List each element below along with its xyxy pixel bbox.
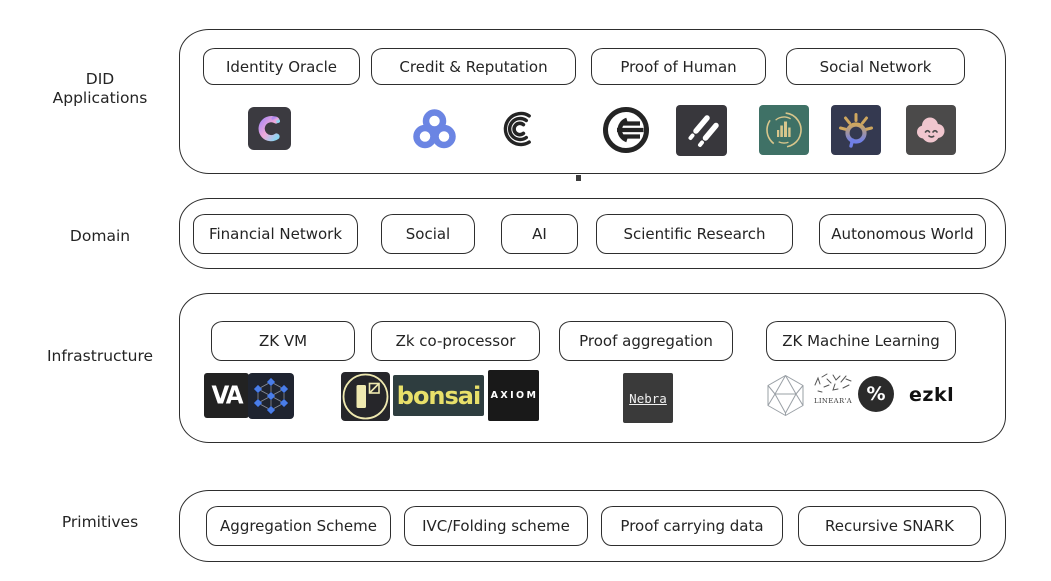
- chip-social: Social: [381, 214, 475, 254]
- layer-box-domain: Financial Network Social AI Scientific R…: [179, 198, 1006, 269]
- cube-network-logo: [248, 373, 294, 419]
- chip-social-network: Social Network: [786, 48, 965, 85]
- lineara-wordmark: LINEAR'A: [813, 397, 853, 405]
- wireframe-polyhedron-logo: [763, 373, 808, 418]
- layer-box-primitives: Aggregation Scheme IVC/Folding scheme Pr…: [179, 490, 1006, 562]
- layer-label-domain: Domain: [69, 227, 131, 245]
- eye-pin-logo: [831, 105, 881, 155]
- va-monogram-text: VA: [211, 381, 243, 410]
- va-monogram-logo: VA: [204, 373, 249, 418]
- axiom-logo: AXIOM: [488, 370, 539, 421]
- layer-label-infrastructure: Infrastructure: [46, 347, 154, 365]
- layer-label-did-applications: DID Applications: [25, 70, 175, 108]
- blue-triple-ring-logo: [411, 108, 458, 152]
- worldcoin-globe-logo: [602, 106, 650, 154]
- chip-financial-network: Financial Network: [193, 214, 358, 254]
- layer-box-infrastructure: ZK VM Zk co-processor Proof aggregation …: [179, 293, 1006, 443]
- nebra-logo: Nebra: [623, 373, 673, 423]
- chip-autonomous-world: Autonomous World: [819, 214, 986, 254]
- chip-zk-co-processor: Zk co-processor: [371, 321, 540, 361]
- concentric-c-logo: [501, 110, 535, 148]
- chip-recursive-snark: Recursive SNARK: [798, 506, 981, 546]
- ezkl-percent-logo: %: [858, 376, 894, 412]
- chip-ivc-folding-scheme: IVC/Folding scheme: [404, 506, 588, 546]
- risc-zero-logo: [341, 372, 390, 421]
- layer-label-primitives: Primitives: [61, 513, 139, 531]
- gold-city-ring-logo: [759, 105, 809, 155]
- bonsai-logo: bonsai: [393, 375, 484, 416]
- chip-zk-vm: ZK VM: [211, 321, 355, 361]
- layer-label-did-line2: Applications: [52, 89, 148, 107]
- chip-scientific-research: Scientific Research: [596, 214, 793, 254]
- lineara-logo: LINEAR'A: [811, 370, 855, 422]
- chip-identity-oracle: Identity Oracle: [203, 48, 360, 85]
- chip-proof-aggregation: Proof aggregation: [559, 321, 733, 361]
- chip-credit-reputation: Credit & Reputation: [371, 48, 576, 85]
- lineara-scribble-icon: [814, 373, 852, 393]
- smiling-cloud-logo: [906, 105, 956, 155]
- axiom-wordmark: AXIOM: [490, 390, 539, 401]
- layer-box-did-applications: Identity Oracle Credit & Reputation Proo…: [179, 29, 1006, 174]
- chip-zk-machine-learning: ZK Machine Learning: [766, 321, 956, 361]
- chip-proof-carrying-data: Proof carrying data: [601, 506, 783, 546]
- ezkl-wordmark: ezkl: [909, 384, 955, 406]
- bonsai-wordmark: bonsai: [396, 381, 481, 410]
- chip-proof-of-human: Proof of Human: [591, 48, 766, 85]
- ezkl-percent-glyph: %: [866, 383, 886, 405]
- layer-label-did-line1: DID: [85, 70, 115, 88]
- chip-ai: AI: [501, 214, 578, 254]
- connector-dot: [576, 175, 581, 181]
- double-slash-logo: [676, 105, 727, 156]
- gradient-c-swirl-logo: [248, 107, 291, 150]
- nebra-wordmark: Nebra: [629, 390, 667, 406]
- chip-aggregation-scheme: Aggregation Scheme: [206, 506, 391, 546]
